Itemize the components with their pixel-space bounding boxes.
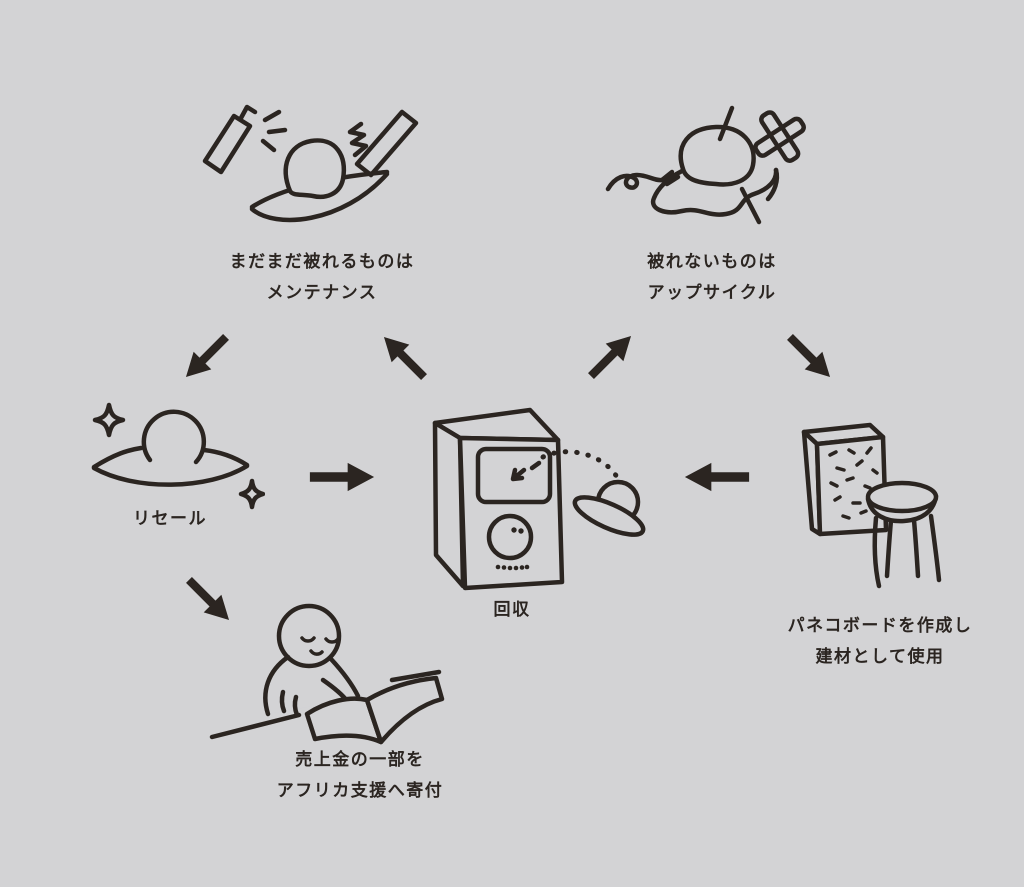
board-label-line2: 建材として使用 — [815, 647, 945, 666]
arrow-maintenance-to-resale — [175, 326, 237, 388]
person-icon — [263, 603, 361, 718]
donation-label: 売上金の一部を アフリカ支援へ寄付 — [185, 744, 535, 806]
upcycle-illustration — [605, 105, 806, 225]
arrow-upcycle-to-board — [779, 326, 841, 388]
resale-illustration — [91, 402, 265, 510]
collection-illustration — [432, 407, 646, 591]
hat-icon — [91, 409, 250, 487]
upcycle-label: 被れないものは アップサイクル — [537, 246, 887, 308]
brush-icon — [347, 109, 419, 178]
desk-line — [389, 669, 442, 683]
resale-label: リセール — [95, 503, 245, 534]
upcycle-label-line2: アップサイクル — [647, 283, 777, 302]
board-label-line1: パネコボードを作成し — [787, 616, 973, 635]
arrow-board-to-collection — [684, 460, 750, 494]
stool-icon — [865, 480, 942, 589]
open-book-icon — [304, 675, 445, 745]
collection-label-line1: 回収 — [493, 600, 531, 619]
collection-label: 回収 — [432, 594, 592, 625]
resale-label-line1: リセール — [133, 509, 207, 528]
hat-icon — [249, 138, 390, 223]
maintenance-illustration — [202, 104, 419, 223]
sparkle-icon — [238, 478, 265, 510]
maintenance-label-line2: メンテナンス — [266, 283, 378, 302]
arrow-resale-to-collection — [309, 460, 375, 494]
arrow-collection-to-maintenance — [373, 326, 435, 388]
donation-illustration — [209, 603, 445, 745]
desk-line — [209, 712, 302, 740]
maintenance-label-line1: まだまだ被れるものは — [229, 252, 415, 271]
donation-label-line1: 売上金の一部を — [295, 750, 425, 769]
arrow-collection-to-upcycle — [580, 325, 642, 387]
collection-box-icon — [432, 407, 565, 591]
board-label: パネコボードを作成し 建材として使用 — [705, 610, 1024, 672]
hat-icon — [650, 105, 780, 225]
arrow-resale-to-donation — [178, 569, 240, 631]
spray-bottle-icon — [202, 104, 288, 175]
patch-cross-icon — [753, 110, 806, 163]
upcycle-label-line1: 被れないものは — [647, 252, 777, 271]
sparkle-icon — [92, 402, 126, 438]
paneco-board-icon — [801, 422, 889, 537]
maintenance-label: まだまだ被れるものは メンテナンス — [147, 246, 497, 308]
board-illustration — [801, 422, 942, 589]
donation-label-line2: アフリカ支援へ寄付 — [276, 781, 444, 800]
hat-icon — [572, 479, 646, 537]
